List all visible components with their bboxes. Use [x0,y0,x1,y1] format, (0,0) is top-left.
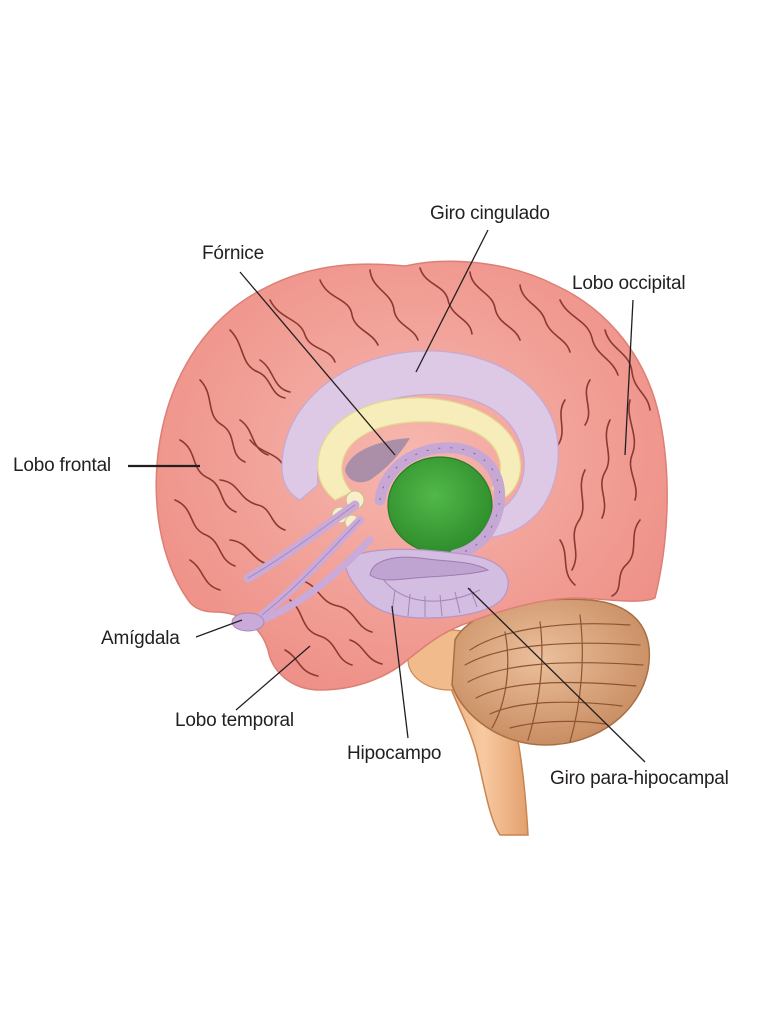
septum [345,438,410,483]
leader-amigdala [195,619,243,638]
leader-giro-cingulado [415,229,489,373]
leader-lobo-occipital [624,299,634,456]
label-fornice: Fórnice [202,243,264,264]
leader-lobo-temporal [235,645,311,711]
label-hipocampo: Hipocampo [347,743,442,764]
leader-fornice [239,271,396,456]
cerebellum [451,598,650,746]
fornix-tracts [243,500,374,629]
label-amigdala: Amígdala [101,628,180,649]
leader-hipocampo [391,605,409,739]
label-lobo-temporal: Lobo temporal [175,710,294,731]
label-giro-cingulado: Giro cingulado [430,203,550,224]
amygdala [231,612,265,632]
cerebellum-folia [464,614,644,743]
hippocampus [369,556,490,581]
label-lobo-occipital: Lobo occipital [572,273,686,294]
label-lobo-frontal: Lobo frontal [13,455,111,476]
leader-giro-para-hipocampal [467,587,646,763]
label-giro-para-hipocampal: Giro para-hipocampal [550,768,729,789]
leader-lines [128,229,646,763]
